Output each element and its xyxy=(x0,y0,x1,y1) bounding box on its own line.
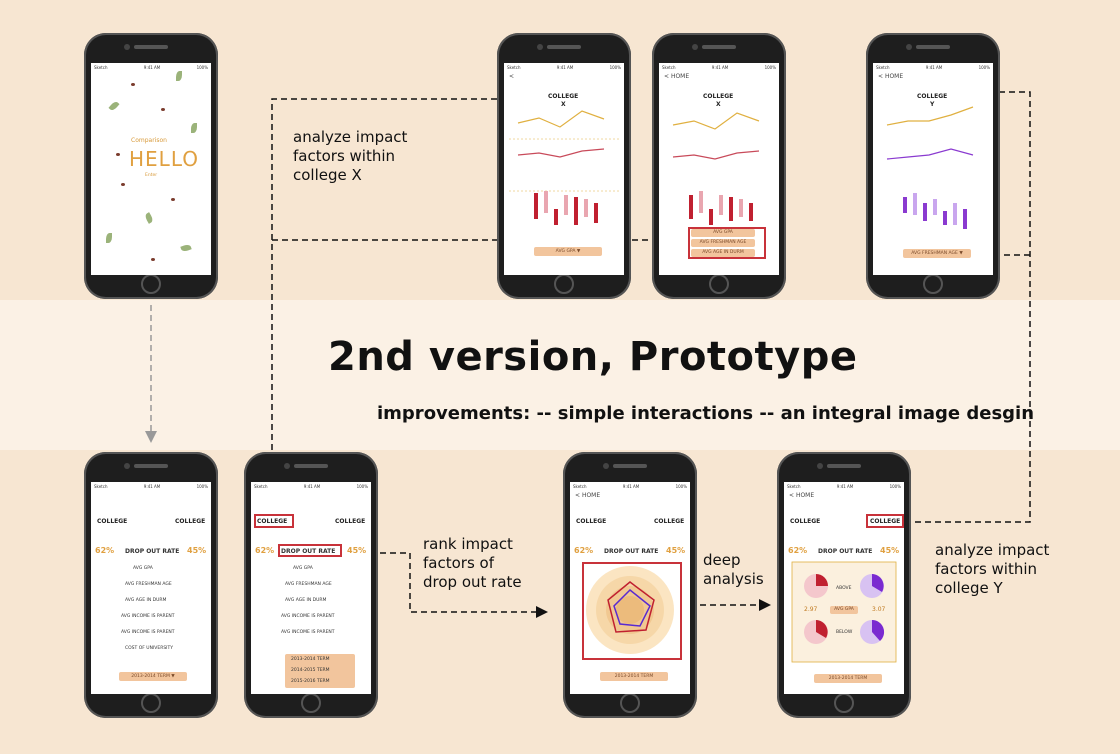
highlight-radar xyxy=(582,562,682,660)
enter-link[interactable]: Enter xyxy=(145,173,158,178)
page-title: 2nd version, Prototype xyxy=(328,334,858,380)
line-chart xyxy=(672,112,760,225)
line-chart xyxy=(886,106,974,229)
college-title: COLLEGE xyxy=(548,93,579,100)
term-dropdown[interactable] xyxy=(285,654,355,688)
home-button[interactable] xyxy=(141,274,161,294)
splash-hello: HELLO xyxy=(129,147,199,171)
highlight-college-y xyxy=(866,514,904,528)
page-subtitle: improvements: -- simple interactions -- … xyxy=(377,403,1035,424)
back-button[interactable]: < xyxy=(509,73,515,80)
factor-dropdown[interactable]: AVG GPA ▼ xyxy=(534,247,602,256)
highlight-dropdown xyxy=(688,227,766,259)
radar-chart xyxy=(586,566,674,654)
line-chart xyxy=(509,110,619,225)
highlight-drop-rate xyxy=(278,544,342,557)
highlight-college xyxy=(254,514,294,528)
title-band xyxy=(0,300,1120,450)
